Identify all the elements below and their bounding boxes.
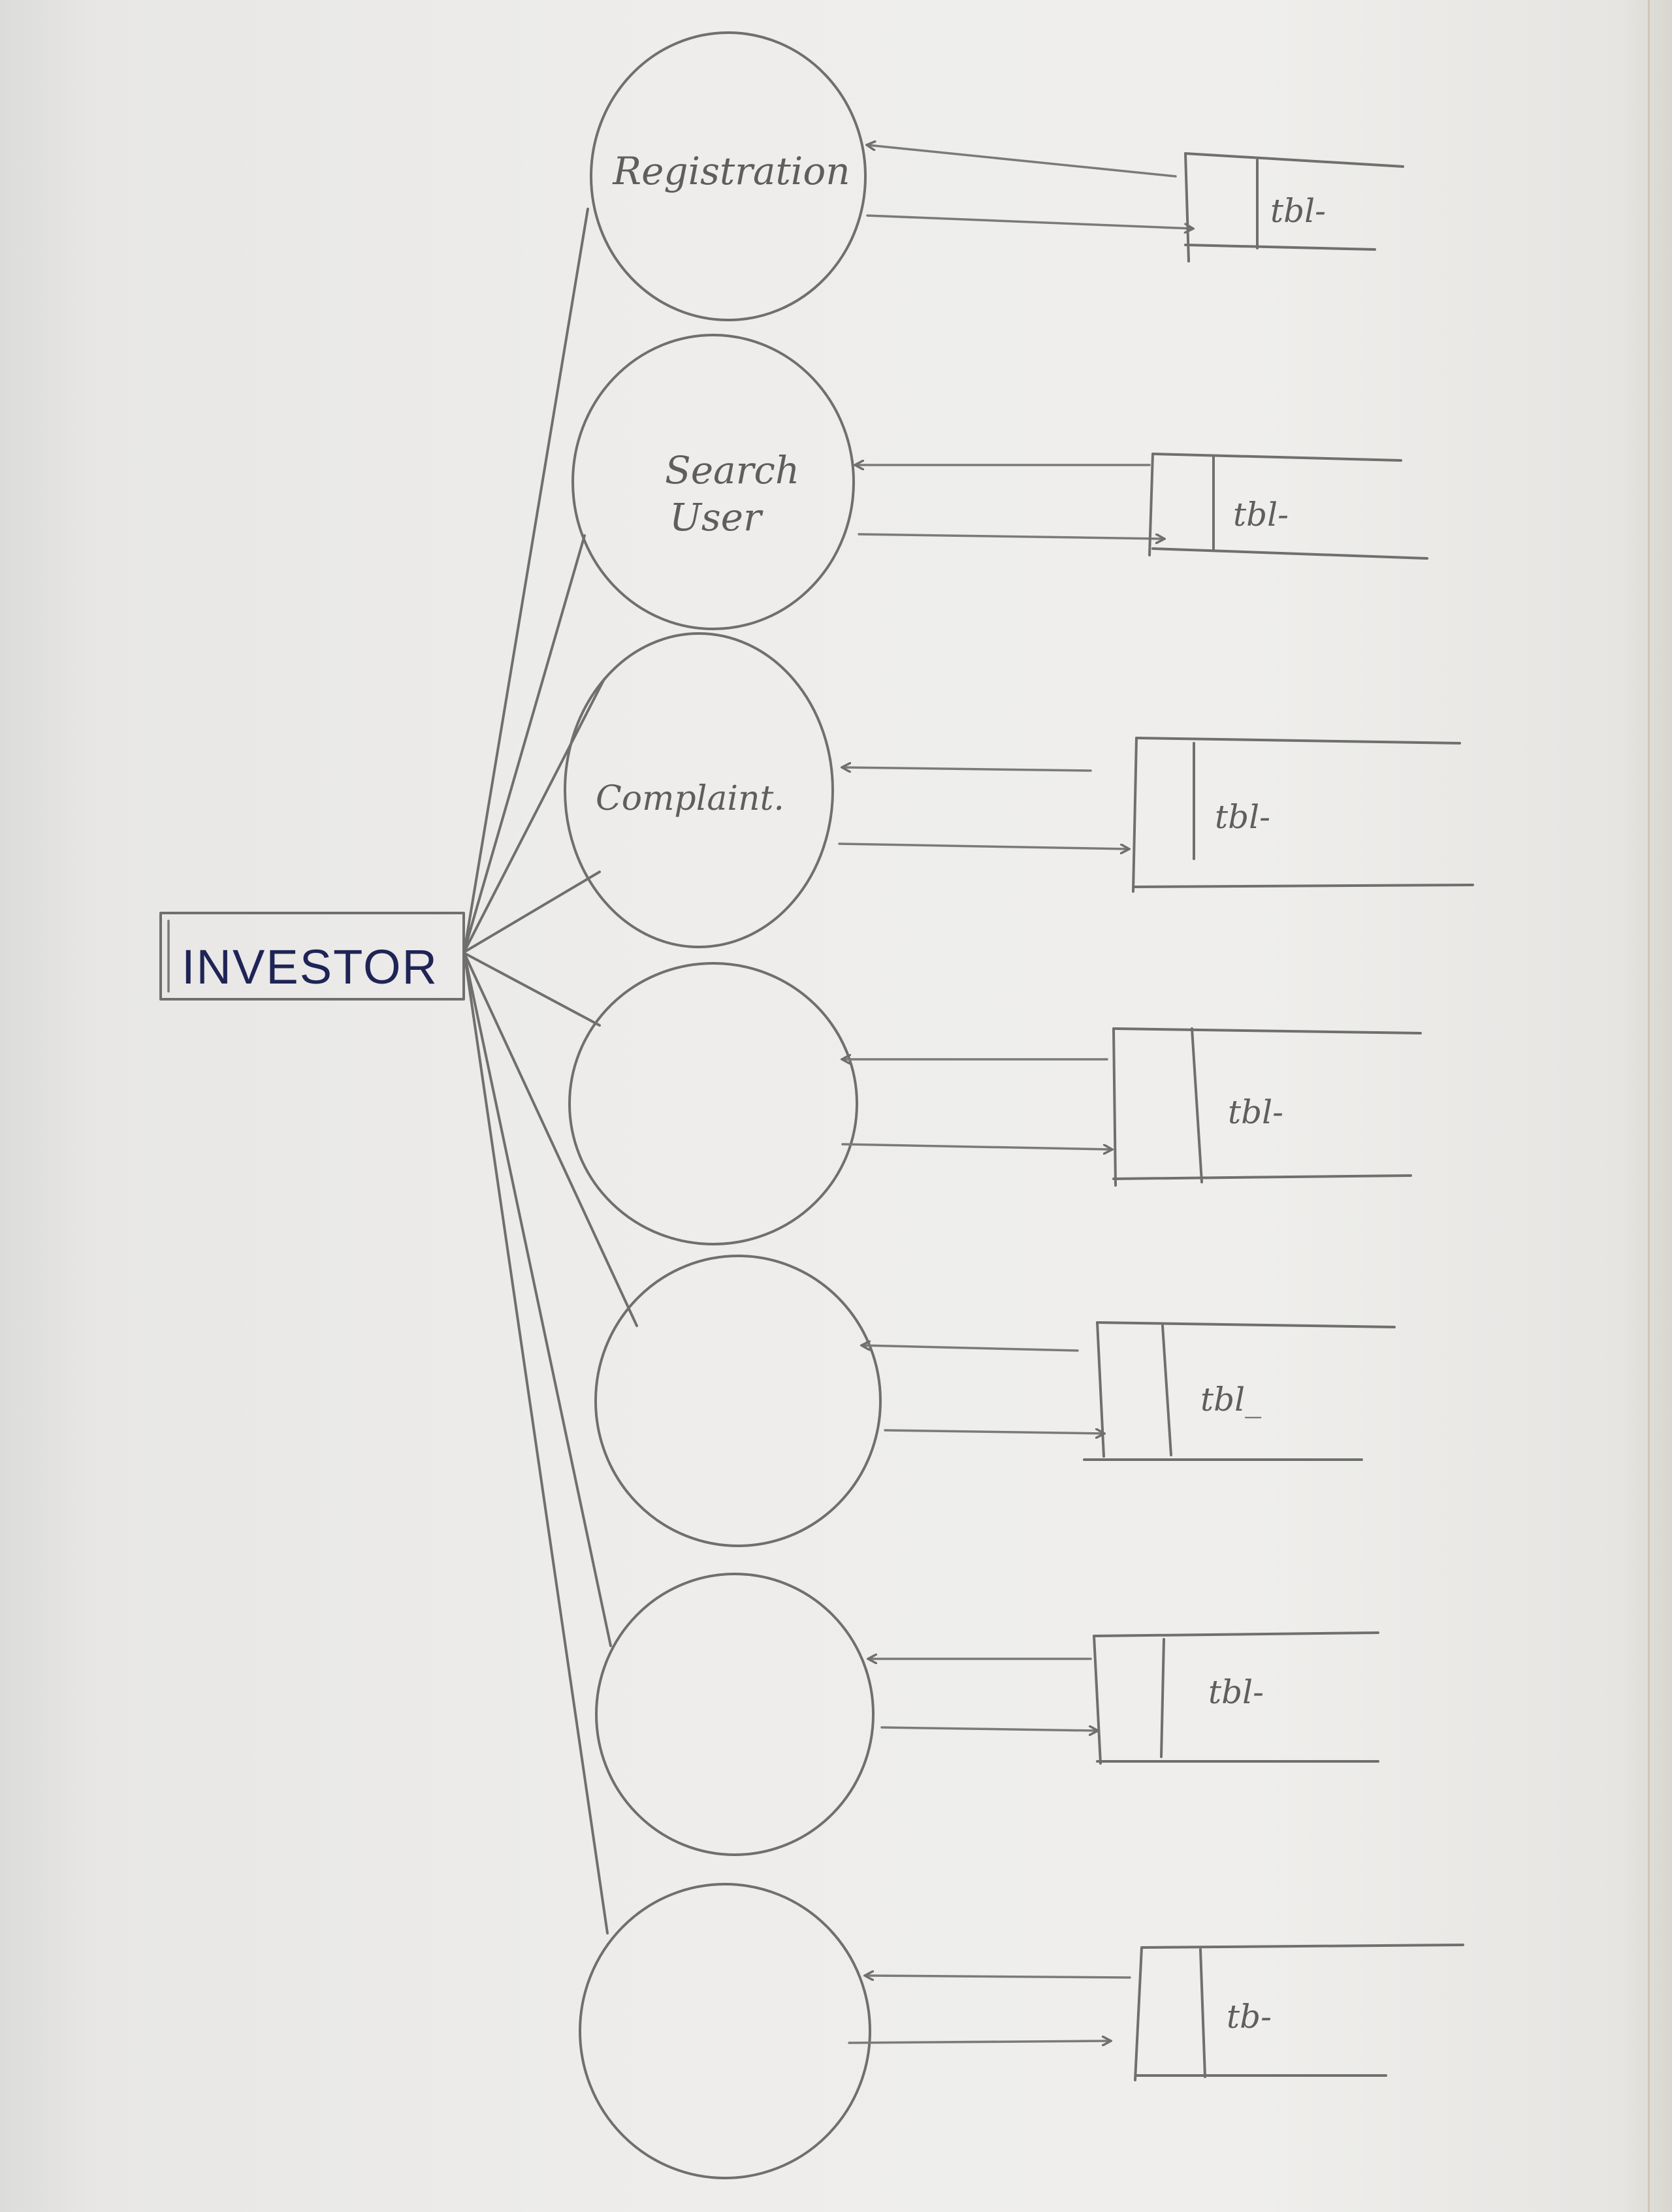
investor-label: INVESTOR [182,940,438,994]
paper-edge [1648,0,1650,2212]
store-label: tbl- [1233,496,1289,534]
connector-search-user [464,534,586,950]
flow-arrow-out [848,2041,1110,2043]
entity-connectors [464,208,638,1934]
store-label: tbl- [1228,1093,1283,1131]
process-circle [579,1883,871,2179]
store-left-line [1096,1321,1105,1458]
store-bottom-line [1184,244,1376,251]
store-label: tb- [1227,1998,1272,2036]
connector-complaint-top [464,678,605,952]
process-search-user: Search User tbl- [571,334,1428,630]
process-circle [595,1573,875,1856]
store-divider-line [1160,1638,1165,1758]
data-store: tbl- [1093,1631,1379,1765]
store-bottom-line [1151,547,1428,560]
process-label: Complaint. [596,779,784,818]
store-left-line [1093,1635,1102,1765]
store-divider-line [1161,1324,1172,1456]
process-circle [568,962,858,1245]
data-store: tbl- [1132,737,1474,893]
data-store: tb- [1134,1944,1464,2081]
store-left-line [1148,453,1154,556]
connector-process-4 [464,952,601,1027]
process-label: Registration [612,149,850,193]
flow-arrow-out [866,214,1193,229]
process-7: tb- [579,1883,1464,2179]
flow-arrow-out [858,533,1164,539]
store-top-line [1140,1944,1464,1949]
flow-arrow-in [865,1976,1131,1978]
store-top-line [1135,737,1461,745]
process-label-line2: User [669,495,764,539]
store-label: tbl- [1208,1673,1264,1711]
process-circle [571,334,855,630]
store-top-line [1151,453,1402,462]
connector-process-6 [464,955,612,1647]
data-store: tbl- [1184,152,1404,263]
store-bottom-line [1112,1174,1412,1180]
store-top-line [1112,1027,1422,1034]
store-left-line [1184,152,1190,263]
flow-arrow-out [884,1430,1104,1434]
flow-arrow-in [867,145,1177,178]
store-top-line [1184,152,1404,168]
store-label: tbl- [1270,192,1326,230]
process-circle [594,1255,882,1547]
connector-process-5 [464,954,638,1327]
store-bottom-line [1132,884,1474,888]
store-left-line [1134,1946,1143,2081]
process-circle [590,31,867,321]
flow-arrow-in [862,1345,1079,1352]
flow-arrow-out [841,1143,1112,1149]
data-store: tbl- [1148,453,1428,560]
process-circle [564,632,834,948]
investor-entity: INVESTOR [159,912,465,1001]
store-top-line [1093,1631,1379,1637]
data-store: tbl- [1112,1027,1422,1187]
flow-arrow-out [838,842,1129,849]
investor-box [159,912,465,1001]
store-label: tbl- [1215,798,1270,836]
connector-process-7 [464,957,609,1934]
store-label: tbl_ [1200,1381,1261,1419]
process-registration: Registration tbl- [590,31,1404,321]
flow-arrow-in [843,767,1092,771]
flow-arrow-out [880,1727,1097,1731]
process-4: tbl- [568,962,1422,1245]
process-6: tbl- [595,1573,1379,1856]
connector-complaint-bottom [464,871,601,953]
process-label-line1: Search [665,448,799,492]
process-5: tbl_ [594,1255,1396,1547]
store-top-line [1096,1321,1396,1328]
connector-registration [464,208,589,948]
store-left-line [1112,1027,1117,1187]
data-store: tbl_ [1083,1321,1396,1461]
store-divider-line [1191,1027,1203,1183]
process-complaint: Complaint. tbl- [564,632,1474,948]
store-divider-line [1199,1948,1206,2078]
store-left-line [1132,737,1138,893]
